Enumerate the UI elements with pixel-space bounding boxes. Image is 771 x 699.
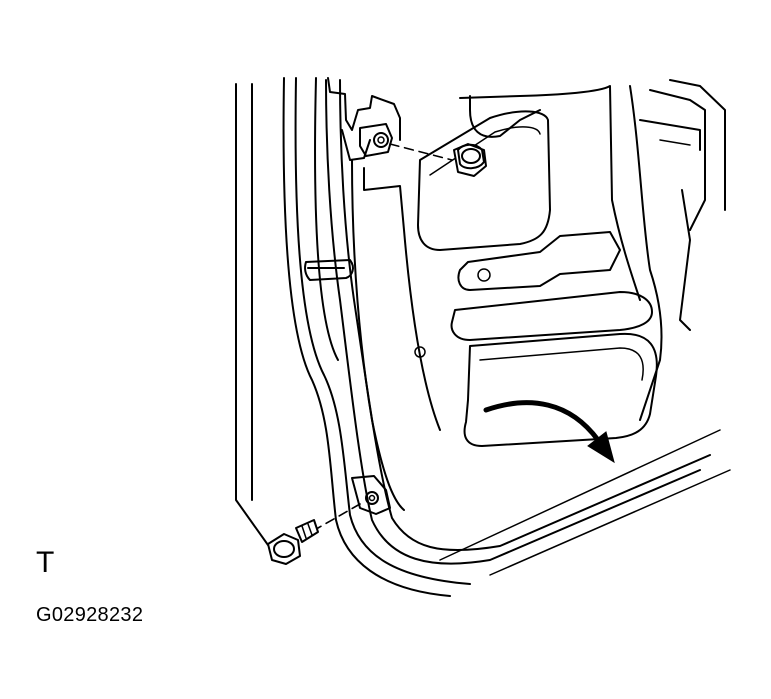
symbol-label: T <box>36 546 55 579</box>
nut-icon <box>453 143 487 177</box>
upper-hinge <box>359 123 393 157</box>
figure-code: G02928232 <box>36 604 144 626</box>
bolt-icon <box>267 519 319 565</box>
door-inner-panel <box>351 79 726 511</box>
middle-ribs <box>414 231 653 358</box>
upper-pocket <box>417 110 551 251</box>
body-pillar <box>235 77 471 597</box>
curved-arrow-icon <box>483 400 615 464</box>
lower-guide-line <box>317 503 361 529</box>
lower-hinge <box>351 475 391 515</box>
lower-opening <box>463 332 658 447</box>
hinge-strip <box>304 77 401 281</box>
upper-guide-line <box>389 143 453 161</box>
door-frame <box>325 79 731 576</box>
